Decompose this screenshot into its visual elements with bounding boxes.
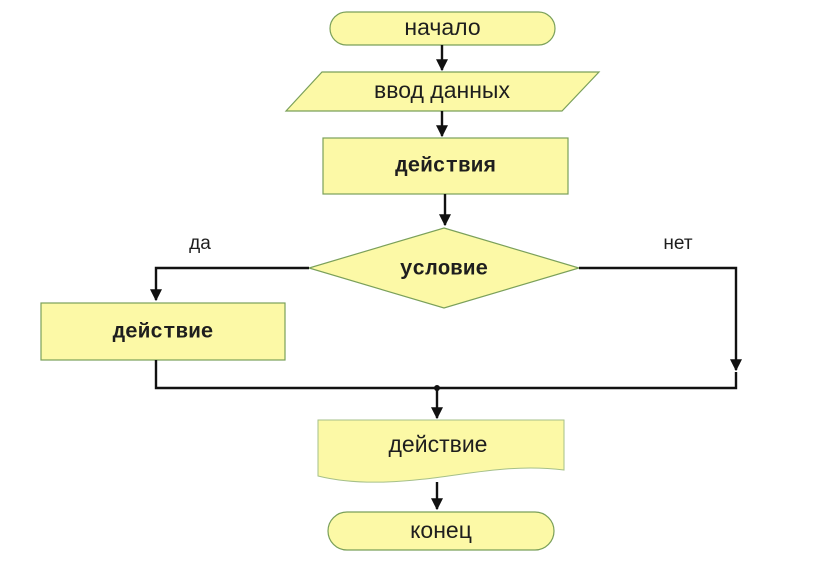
action-main-node: действия: [322, 137, 569, 195]
action-main-shape: [322, 137, 569, 195]
input-label: ввод данных: [374, 77, 510, 103]
branch-no-label: нет: [663, 233, 692, 254]
end-node: конец: [327, 511, 555, 551]
action-after-label: действие: [389, 431, 488, 457]
start-node: начало: [329, 11, 556, 46]
action-after-node: действие: [317, 419, 565, 483]
action-yes-node: действие: [40, 302, 286, 361]
action-yes-label: действие: [113, 322, 214, 345]
input-node: ввод данных: [284, 71, 601, 112]
action-yes-shape: [40, 302, 286, 361]
connector-condition-yes: [150, 266, 309, 302]
start-label: начало: [404, 14, 480, 40]
condition-label: условие: [400, 259, 488, 282]
end-label: конец: [410, 517, 472, 543]
branch-yes-label: да: [189, 233, 211, 254]
input-shape: [284, 71, 601, 112]
action-after-shape: [317, 419, 565, 483]
connector-merge: [154, 360, 738, 390]
action-main-label: действия: [395, 156, 496, 179]
connector-condition-no: [579, 266, 742, 372]
condition-shape: [306, 227, 582, 309]
condition-node: условие: [306, 227, 582, 309]
end-shape: [327, 511, 555, 551]
